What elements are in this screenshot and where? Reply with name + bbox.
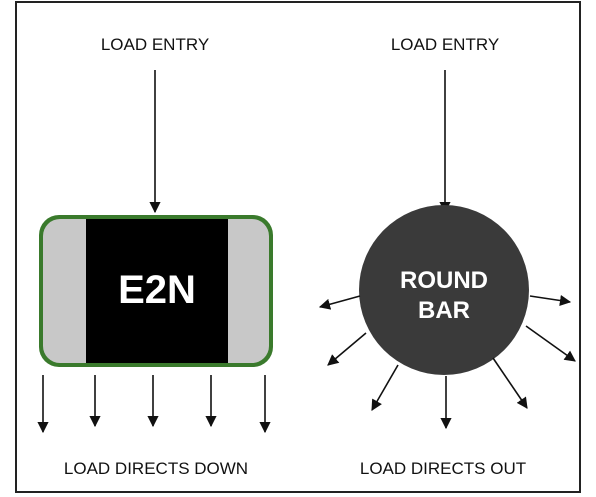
round-bar-label-line1: ROUND <box>400 267 488 294</box>
out-arrow-lower-left <box>371 364 399 411</box>
out-arrow-left <box>327 332 367 366</box>
out-arrow-right <box>525 325 576 362</box>
e2n-block: E2N <box>39 215 273 367</box>
out-arrow-upper-right <box>529 294 572 307</box>
out-arrow-lower-right <box>492 357 528 409</box>
round-bar-circle <box>359 205 529 375</box>
right-load-entry-label: LOAD ENTRY <box>391 35 499 54</box>
round-bar-label-line2: BAR <box>418 297 470 324</box>
left-load-directs-label: LOAD DIRECTS DOWN <box>64 459 248 478</box>
left-load-entry-label: LOAD ENTRY <box>101 35 209 54</box>
radial-out-arrows <box>318 294 576 430</box>
right-load-directs-label: LOAD DIRECTS OUT <box>360 459 526 478</box>
round-bar: ROUND BAR <box>359 205 529 375</box>
left-down-arrows <box>37 375 271 434</box>
e2n-label: E2N <box>118 268 196 312</box>
e2n-body <box>86 219 228 363</box>
out-arrow-upper-left <box>318 295 361 310</box>
